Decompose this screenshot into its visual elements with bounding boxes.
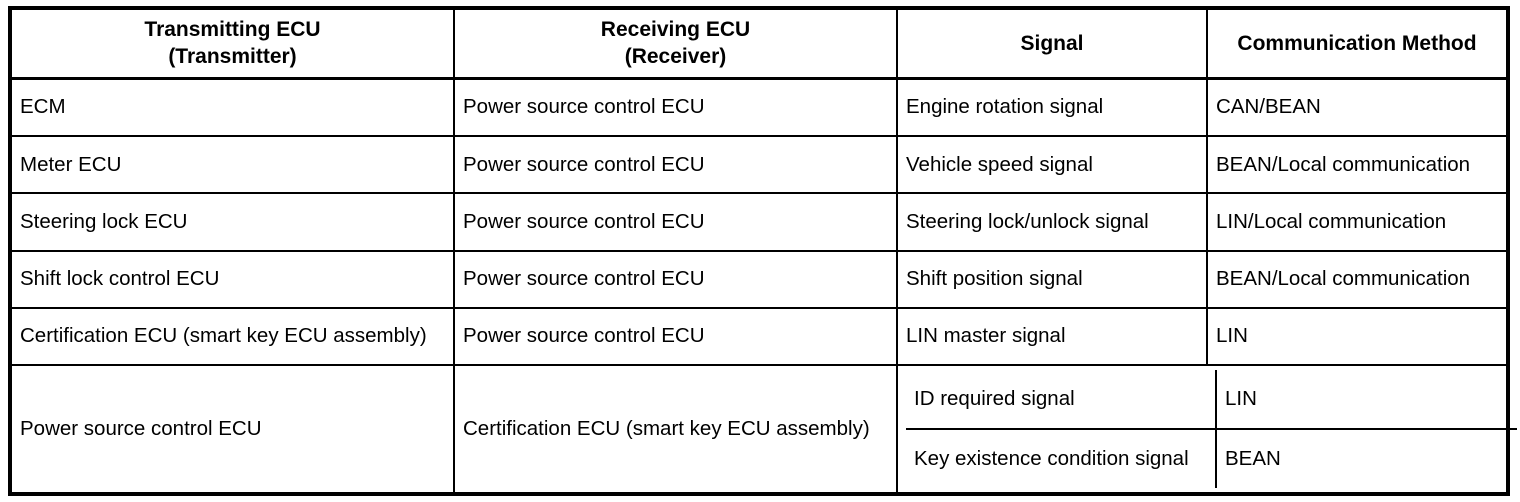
header-receiving-ecu-line2: (Receiver) <box>624 45 727 69</box>
cell-receiver: Power source control ECU <box>453 249 898 309</box>
subtable-row: ID required signal LIN <box>906 370 1517 431</box>
header-transmitting-ecu-line2: (Transmitter) <box>168 45 297 69</box>
table-row: Meter ECU Power source control ECU Vehic… <box>9 135 1509 195</box>
ecu-communication-table-container: Transmitting ECU (Transmitter) Receiving… <box>8 6 1517 496</box>
cell-signal-method-split-group: ID required signal LIN Key existence con… <box>896 364 1517 495</box>
header-row: Transmitting ECU (Transmitter) Receiving… <box>9 6 1509 80</box>
table-body: ECM Power source control ECU Engine rota… <box>9 77 1517 495</box>
column-header-signal: Signal <box>896 6 1208 80</box>
cell-transmitter: Shift lock control ECU <box>9 249 455 309</box>
signal-method-subtable: ID required signal LIN Key existence con… <box>906 370 1517 488</box>
header-receiving-ecu-line1: Receiving ECU <box>600 18 751 41</box>
cell-transmitter: Certification ECU (smart key ECU assembl… <box>9 306 455 367</box>
cell-receiver: Power source control ECU <box>453 135 898 195</box>
cell-method: BEAN <box>1215 429 1517 488</box>
cell-receiver: Power source control ECU <box>453 306 898 367</box>
ecu-communication-table: Transmitting ECU (Transmitter) Receiving… <box>8 6 1517 496</box>
cell-signal: LIN master signal <box>896 306 1208 367</box>
cell-method: CAN/BEAN <box>1206 77 1509 138</box>
cell-signal: Vehicle speed signal <box>896 135 1208 195</box>
cell-transmitter: Meter ECU <box>9 135 455 195</box>
table-header: Transmitting ECU (Transmitter) Receiving… <box>9 6 1509 80</box>
cell-receiver: Power source control ECU <box>453 192 898 252</box>
cell-method: LIN <box>1206 306 1509 367</box>
cell-transmitter: ECM <box>9 77 455 138</box>
cell-transmitter-merged: Power source control ECU <box>9 364 455 495</box>
cell-receiver: Power source control ECU <box>453 77 898 138</box>
cell-signal: Steering lock/unlock signal <box>896 192 1208 252</box>
cell-signal: Key existence condition signal <box>914 446 1189 470</box>
table-row: Shift lock control ECU Power source cont… <box>9 249 1509 309</box>
table-row: Steering lock ECU Power source control E… <box>9 192 1509 252</box>
cell-signal: Engine rotation signal <box>896 77 1208 138</box>
header-transmitting-ecu-line1: Transmitting ECU <box>144 18 321 41</box>
subtable-row: Key existence condition signal BEAN <box>906 429 1517 488</box>
table-row: Certification ECU (smart key ECU assembl… <box>9 306 1509 367</box>
cell-signal: Shift position signal <box>896 249 1208 309</box>
table-row-merged-group: Power source control ECU Certification E… <box>9 364 1517 495</box>
column-header-receiving-ecu: Receiving ECU (Receiver) <box>453 6 898 80</box>
column-header-transmitting-ecu: Transmitting ECU (Transmitter) <box>9 6 455 80</box>
cell-method: BEAN/Local communication <box>1206 135 1509 195</box>
cell-receiver-merged: Certification ECU (smart key ECU assembl… <box>453 364 898 495</box>
cell-method: LIN/Local communication <box>1206 192 1509 252</box>
column-header-communication-method: Communication Method <box>1206 6 1509 80</box>
cell-method: BEAN/Local communication <box>1206 249 1509 309</box>
cell-transmitter: Steering lock ECU <box>9 192 455 252</box>
table-row: ECM Power source control ECU Engine rota… <box>9 77 1509 138</box>
cell-method: LIN <box>1215 370 1517 431</box>
cell-signal: ID required signal <box>906 370 1216 431</box>
